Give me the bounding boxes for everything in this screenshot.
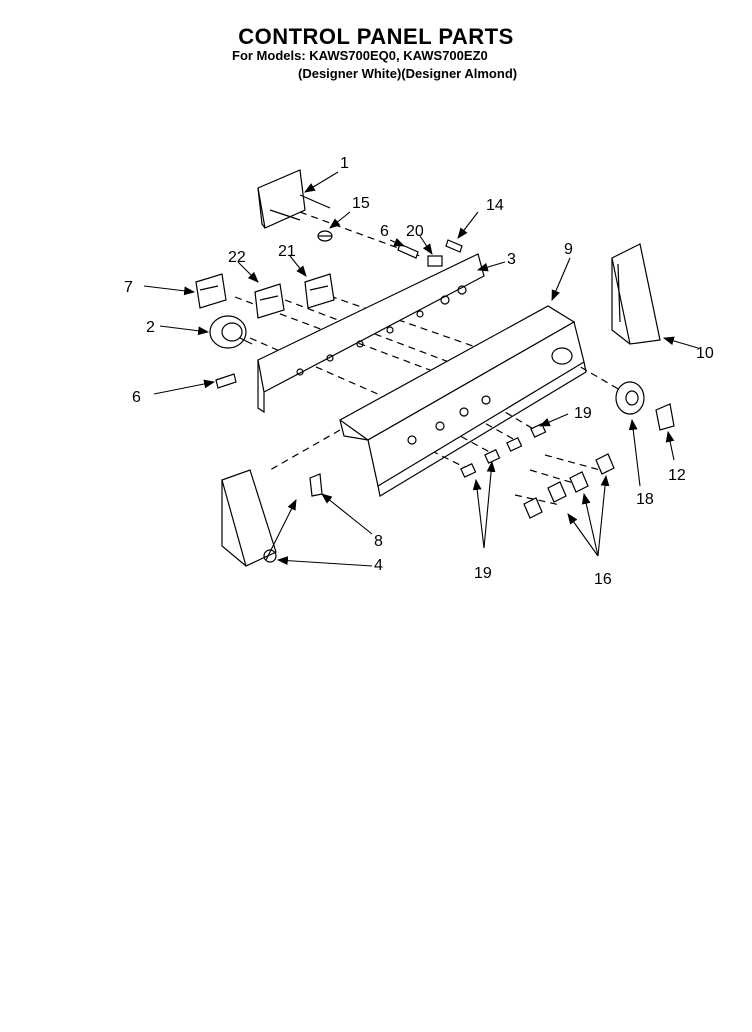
models-subtitle: For Models: KAWS700EQ0, KAWS700EZ0: [232, 48, 488, 63]
end-cap-part-10: [611, 243, 661, 345]
switch-part-21: [304, 273, 335, 309]
callout-20: 20: [406, 223, 424, 240]
page-title: CONTROL PANEL PARTS: [238, 24, 514, 49]
screw-part-15: [317, 230, 333, 242]
callout-22: 22: [228, 249, 246, 266]
callout-labels: 1 15 6 20 14 3 22 21 9 7 2 10 6 19 12 18…: [124, 155, 714, 588]
dial-part-18: [615, 381, 645, 415]
screw-part-6-bottom: [215, 373, 237, 389]
screw-part-14: [445, 239, 463, 253]
part-20: [427, 255, 443, 267]
callout-19-lower: 19: [474, 565, 492, 582]
bracket-part-3: [257, 253, 485, 414]
callout-16: 16: [594, 571, 612, 588]
rotary-switch-part-2: [209, 315, 253, 349]
callout-18: 18: [636, 491, 654, 508]
callout-2: 2: [146, 319, 155, 336]
callout-12: 12: [668, 467, 686, 484]
colors-subtitle: (Designer White)(Designer Almond): [298, 66, 518, 81]
callout-15: 15: [352, 195, 370, 212]
inserts-part-19: [460, 423, 547, 478]
callout-7: 7: [124, 279, 133, 296]
callout-1: 1: [340, 155, 349, 172]
callout-21: 21: [278, 243, 296, 260]
callout-3: 3: [507, 251, 516, 268]
callout-6-lower: 6: [132, 389, 141, 406]
knobs-part-16: [523, 453, 615, 519]
callout-14: 14: [486, 197, 504, 214]
screw-part-6-top: [397, 243, 419, 259]
screw-part-8: [309, 473, 323, 497]
callout-19-upper: 19: [574, 405, 592, 422]
callout-6: 6: [380, 223, 389, 240]
callout-10: 10: [696, 345, 714, 362]
assembly-lines: [234, 211, 621, 506]
leader-lines: [143, 171, 699, 567]
callout-4: 4: [374, 557, 383, 574]
end-cap-part-4: [221, 469, 277, 567]
callout-8: 8: [374, 533, 383, 550]
switch-part-22: [254, 283, 285, 319]
timer-part-1: [257, 169, 331, 229]
knob-part-12: [655, 403, 675, 431]
console-part-9: [338, 305, 587, 497]
switch-part-7: [195, 273, 227, 309]
callout-9: 9: [564, 241, 573, 258]
